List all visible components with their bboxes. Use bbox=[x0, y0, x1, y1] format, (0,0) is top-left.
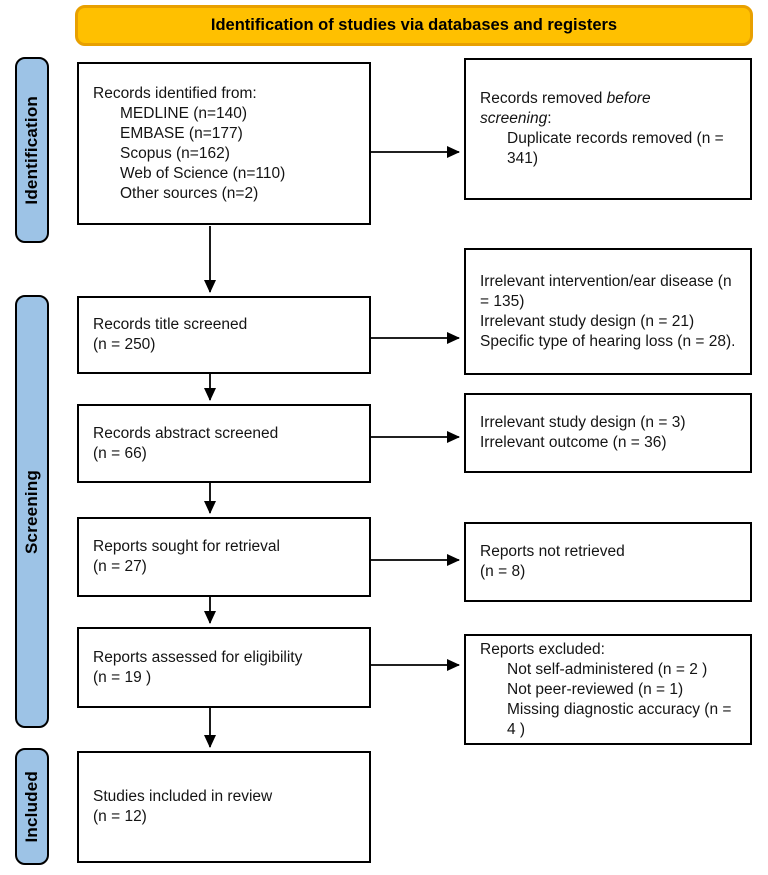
stage-label-text: Screening bbox=[22, 469, 41, 554]
box-title: Reports excluded: bbox=[480, 640, 605, 658]
box-reports-sought-retrieval: Reports sought for retrieval (n = 27) bbox=[77, 517, 371, 597]
exclusion-reason: Specific type of hearing loss (n = 28). bbox=[480, 332, 736, 350]
exclusion-reason: Irrelevant outcome (n = 36) bbox=[480, 434, 667, 451]
box-title: Reports sought for retrieval bbox=[93, 538, 280, 555]
box-title: Records identified from: bbox=[93, 84, 257, 102]
source-count: Other sources (n=2) bbox=[120, 184, 259, 202]
box-count: (n = 19 ) bbox=[93, 668, 152, 686]
box-reports-assessed-eligibility: Reports assessed for eligibility (n = 19… bbox=[77, 627, 371, 708]
box-count: (n = 66) bbox=[93, 444, 147, 462]
exclusion-reason: Irrelevant intervention/ear disease (n =… bbox=[480, 272, 732, 310]
title-emphasis: before screening bbox=[480, 90, 651, 127]
stage-label-text: Identification bbox=[22, 95, 41, 205]
source-count: EMBASE (n=177) bbox=[120, 124, 243, 142]
box-studies-included: Studies included in review (n = 12) bbox=[77, 751, 371, 863]
exclusion-reason: Missing diagnostic accuracy (n = 4 ) bbox=[507, 700, 732, 738]
exclusion-reason: Not peer-reviewed (n = 1) bbox=[507, 680, 684, 698]
stage-label-screening: Screening bbox=[15, 295, 49, 728]
title-text: Records removed bbox=[480, 90, 607, 107]
box-title: Records removed before screening: bbox=[480, 89, 710, 129]
source-count: MEDLINE (n=140) bbox=[120, 104, 248, 122]
box-title: Records abstract screened bbox=[93, 424, 279, 442]
box-title: Records title screened bbox=[93, 316, 248, 333]
box-reports-not-retrieved: Reports not retrieved (n = 8) bbox=[464, 522, 752, 602]
box-title: Reports not retrieved bbox=[480, 543, 625, 560]
box-title: Studies included in review bbox=[93, 788, 273, 805]
box-title: Reports assessed for eligibility bbox=[93, 648, 303, 666]
banner-identification-of-studies: Identification of studies via databases … bbox=[75, 5, 753, 46]
box-abstract-screen-exclusions: Irrelevant study design (n = 3) Irreleva… bbox=[464, 393, 752, 473]
removal-reason: Duplicate records removed (n = 341) bbox=[507, 130, 724, 167]
box-title-screen-exclusions: Irrelevant intervention/ear disease (n =… bbox=[464, 248, 752, 375]
box-records-abstract-screened: Records abstract screened (n = 66) bbox=[77, 404, 371, 483]
box-count: (n = 12) bbox=[93, 808, 147, 825]
exclusion-reason: Not self-administered (n = 2 ) bbox=[507, 660, 708, 678]
box-count: (n = 8) bbox=[480, 563, 526, 580]
box-records-removed-before-screening: Records removed before screening: Duplic… bbox=[464, 58, 752, 200]
source-count: Scopus (n=162) bbox=[120, 144, 230, 162]
source-count: Web of Science (n=110) bbox=[120, 164, 286, 182]
box-records-title-screened: Records title screened (n = 250) bbox=[77, 296, 371, 374]
box-reports-excluded: Reports excluded: Not self-administered … bbox=[464, 634, 752, 745]
box-records-identified: Records identified from: MEDLINE (n=140)… bbox=[77, 62, 371, 225]
box-count: (n = 250) bbox=[93, 336, 156, 353]
banner-label: Identification of studies via databases … bbox=[210, 16, 618, 34]
stage-label-text: Included bbox=[22, 770, 41, 843]
stage-label-included: Included bbox=[15, 748, 49, 865]
stage-label-identification: Identification bbox=[15, 57, 49, 243]
title-suffix: : bbox=[547, 110, 552, 127]
exclusion-reason: Irrelevant study design (n = 21) bbox=[480, 312, 695, 330]
box-count: (n = 27) bbox=[93, 558, 147, 575]
exclusion-reason: Irrelevant study design (n = 3) bbox=[480, 414, 686, 431]
